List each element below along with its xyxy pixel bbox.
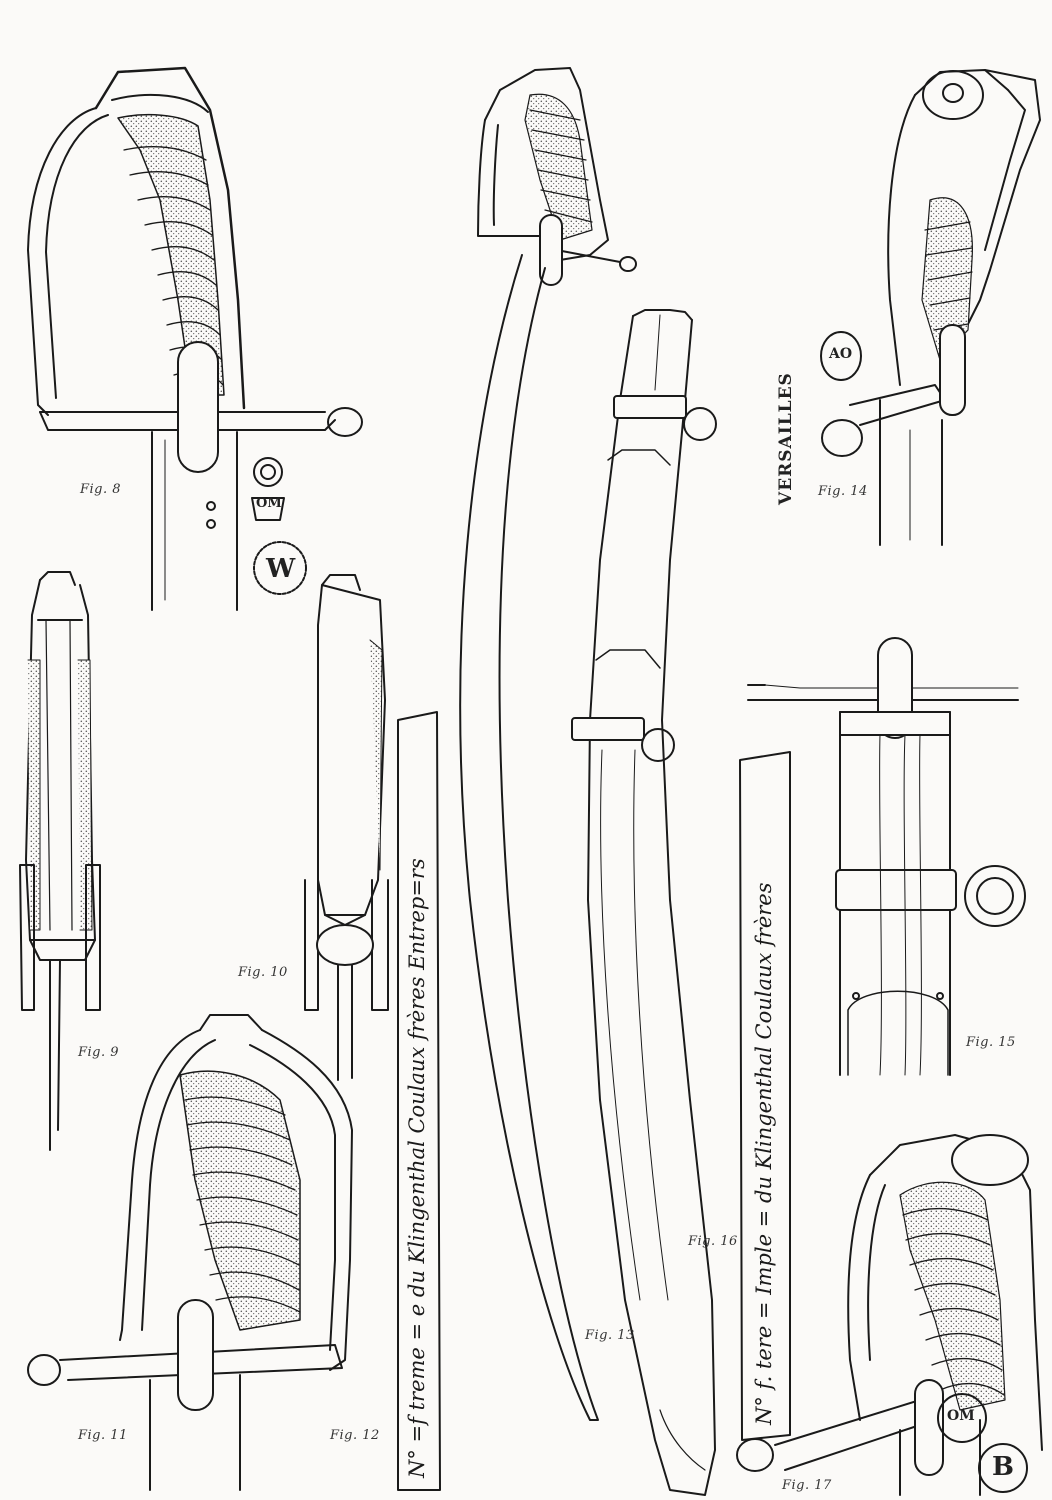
fig9-hilt-drawing bbox=[19, 571, 101, 1151]
fig14-hilt-drawing bbox=[821, 69, 1041, 546]
maker-mark-ao-stamp bbox=[820, 331, 862, 381]
fig13-saber-drawing bbox=[459, 67, 637, 1421]
fig8-label: Fig. 8 bbox=[80, 482, 122, 497]
fig11-12-hilt-drawing bbox=[27, 1014, 353, 1491]
maker-mark-fig17-stamps bbox=[937, 1393, 1028, 1493]
om-stamp-text: OM bbox=[256, 496, 282, 511]
fig9-label: Fig. 9 bbox=[78, 1045, 120, 1060]
om-stamp-fig17-text: OM bbox=[947, 1408, 975, 1424]
fig16-label: Fig. 16 bbox=[688, 1234, 738, 1249]
b-stamp-text: B bbox=[992, 1452, 1014, 1482]
fig11-label: Fig. 11 bbox=[78, 1428, 128, 1443]
maker-mark-w-stamp bbox=[253, 541, 307, 595]
w-stamp-text: W bbox=[266, 554, 296, 584]
fig8-hilt-drawing bbox=[27, 66, 363, 611]
fig13-label: Fig. 13 bbox=[585, 1328, 635, 1343]
blade-inscription-right: N° f. tere = Imple = du Klingenthal Coul… bbox=[752, 882, 776, 1425]
ao-stamp-text: AO bbox=[829, 346, 853, 362]
fig15-label: Fig. 15 bbox=[966, 1035, 1016, 1050]
fig17-label: Fig. 17 bbox=[782, 1478, 832, 1493]
versailles-stamp: VERSAILLES bbox=[776, 372, 796, 505]
fig16-scabbard-drawing bbox=[571, 309, 717, 1496]
inscription-blade-right bbox=[739, 751, 791, 1441]
fig15-scabbard-drawing bbox=[747, 637, 1026, 1076]
fig14-label: Fig. 14 bbox=[818, 484, 868, 499]
fig10-hilt-drawing bbox=[304, 574, 389, 1081]
fig10-label: Fig. 10 bbox=[238, 965, 288, 980]
maker-mark-om-stamp bbox=[206, 457, 285, 529]
fig12-label: Fig. 12 bbox=[330, 1428, 380, 1443]
inscription-blade-left bbox=[397, 711, 441, 1491]
blade-inscription-left: N° =f treme = e du Klingenthal Coulaux f… bbox=[405, 858, 429, 1478]
fig17-hilt-drawing bbox=[736, 1134, 1043, 1496]
